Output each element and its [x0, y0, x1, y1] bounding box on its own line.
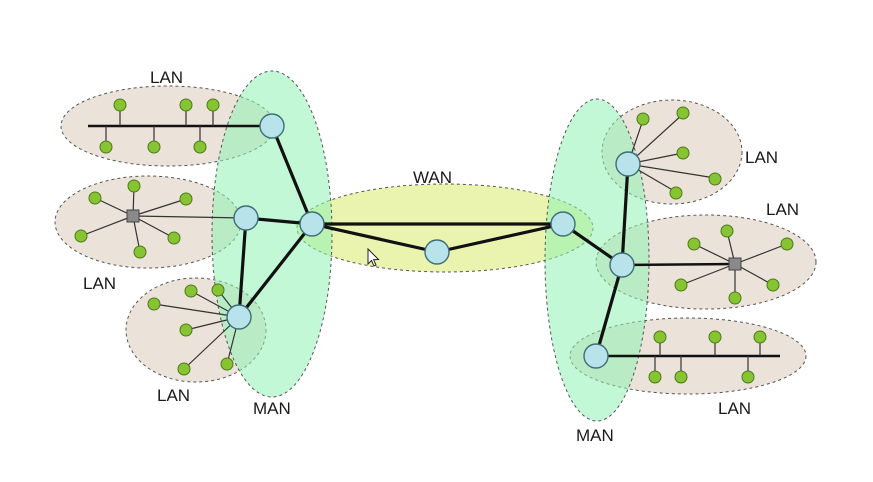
backbone-links [237, 124, 630, 358]
host-node-icon [167, 231, 181, 245]
host-node-icon [676, 146, 690, 160]
routers [226, 113, 641, 369]
hub-square-icon [126, 209, 140, 223]
host-node-icon [669, 186, 683, 200]
host-node-icon [193, 140, 207, 154]
host-node-icon [99, 140, 113, 154]
man-label-right: MAN [576, 426, 614, 445]
wan-label: WAN [413, 168, 452, 187]
router-node-icon [424, 239, 450, 265]
host-node-icon [179, 323, 193, 337]
lan-label-right-top: LAN [745, 148, 778, 167]
host-node-icon [211, 283, 225, 297]
lan-left-bottom-network [147, 283, 240, 376]
host-node-icon [636, 112, 650, 126]
host-node-icon [206, 98, 220, 112]
host-node-icon [687, 237, 701, 251]
host-node-icon [648, 370, 662, 384]
host-node-icon [177, 362, 191, 376]
lan-label-right-middle: LAN [766, 200, 799, 219]
host-node-icon [653, 330, 667, 344]
host-node-icon [113, 98, 127, 112]
host-node-icon [220, 357, 234, 371]
host-node-icon [179, 98, 193, 112]
man-label-left: MAN [253, 399, 291, 418]
router-node-icon [615, 151, 641, 177]
host-node-icon [676, 106, 690, 120]
lan-left-middle-network [74, 179, 247, 259]
lan-region-right-middle [595, 214, 817, 310]
lan-label-right-bottom: LAN [718, 399, 751, 418]
lan-label-left-top: LAN [150, 68, 183, 87]
host-node-icon [720, 224, 734, 238]
router-node-icon [259, 113, 285, 139]
host-node-icon [74, 229, 88, 243]
host-node-icon [708, 330, 722, 344]
lan-right-middle-network [621, 224, 794, 305]
router-node-icon [299, 211, 325, 237]
router-node-icon [550, 211, 576, 237]
host-node-icon [728, 291, 742, 305]
host-node-icon [766, 278, 780, 292]
host-node-icon [133, 245, 147, 259]
host-node-icon [780, 237, 794, 251]
host-node-icon [674, 370, 688, 384]
router-node-icon [609, 252, 635, 278]
router-node-icon [233, 205, 259, 231]
man-region-right [544, 98, 650, 422]
host-node-icon [708, 172, 722, 186]
host-node-icon [147, 297, 161, 311]
lan-label-left-middle: LAN [83, 274, 116, 293]
lan-left-top-network [88, 98, 272, 154]
host-node-icon [753, 330, 767, 344]
router-node-icon [226, 304, 252, 330]
host-node-icon [741, 370, 755, 384]
mouse-pointer-icon [367, 247, 380, 267]
host-node-icon [674, 278, 688, 292]
host-node-icon [88, 191, 102, 205]
host-node-icon [184, 284, 198, 298]
router-node-icon [583, 343, 609, 369]
host-node-icon [179, 192, 193, 206]
host-node-icon [127, 179, 141, 193]
host-node-icon [147, 140, 161, 154]
hub-square-icon [728, 257, 742, 271]
lan-right-bottom-network [596, 330, 780, 384]
lan-label-left-bottom: LAN [157, 386, 190, 405]
